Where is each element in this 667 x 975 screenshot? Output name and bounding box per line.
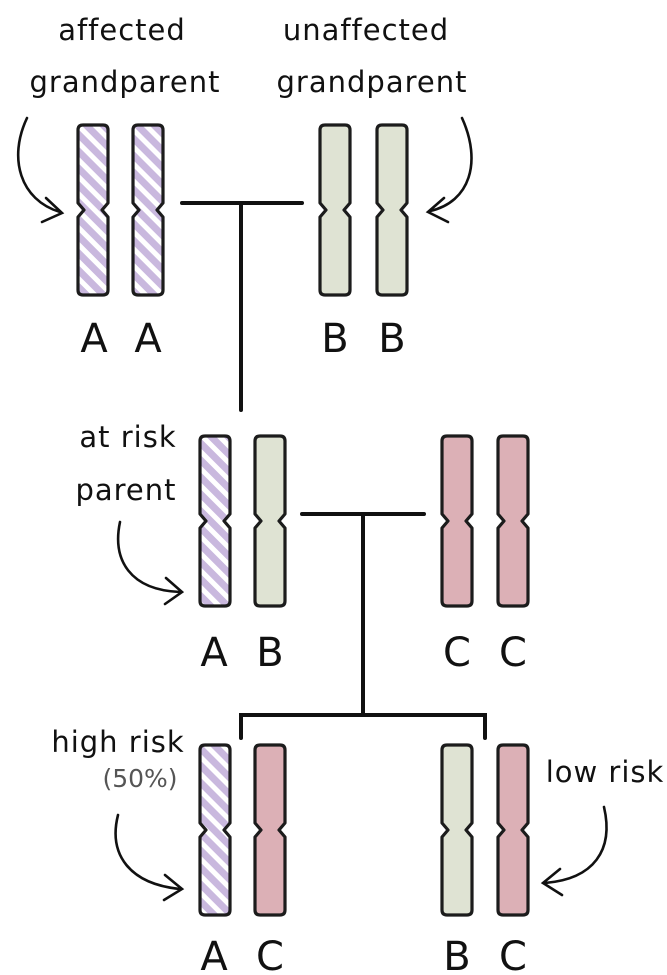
curved-arrow-icon — [116, 520, 185, 606]
allele-letter: A — [134, 316, 162, 362]
arrows — [16, 116, 608, 902]
allele-letter: A — [200, 934, 228, 975]
high-risk-percent: (50%) — [102, 764, 177, 793]
affected-grandparent-label: grandparent — [30, 65, 221, 99]
allele-letter: B — [321, 316, 348, 362]
chromosome-a — [131, 123, 165, 297]
chromosome-c — [496, 743, 530, 917]
curved-arrow-icon — [540, 805, 608, 897]
allele-letter: C — [499, 934, 527, 975]
allele-letter: B — [443, 934, 470, 975]
curved-arrow-icon — [425, 116, 473, 224]
allele-letter: A — [80, 316, 108, 362]
chromosome-b — [375, 123, 409, 297]
chromosome-c — [253, 743, 287, 917]
at-risk-parent-label: parent — [75, 473, 176, 507]
curved-arrow-icon — [16, 116, 65, 224]
annotations: affected grandparent unaffected grandpar… — [30, 13, 665, 793]
allele-letter: C — [499, 630, 527, 676]
at-risk-parent-label: at risk — [79, 420, 176, 454]
allele-letter: C — [256, 934, 284, 975]
unaffected-grandparent-label: unaffected — [283, 13, 449, 47]
allele-letter: B — [256, 630, 283, 676]
low-risk-label: low risk — [546, 755, 665, 789]
allele-letter: A — [200, 630, 228, 676]
chromosome-b — [318, 123, 352, 297]
unaffected-grandparent-label: grandparent — [277, 65, 468, 99]
chromosome-b — [440, 743, 474, 917]
chromosome-a — [76, 123, 110, 297]
chromosome-a — [198, 434, 232, 608]
allele-letter: C — [443, 630, 471, 676]
allele-letter: B — [378, 316, 405, 362]
chromosome-c — [496, 434, 530, 608]
allele-letters: A A B B A B C C A C B C — [80, 316, 527, 975]
chromosome-a — [198, 743, 232, 917]
chromosome-b — [253, 434, 287, 608]
curved-arrow-icon — [114, 813, 185, 902]
affected-grandparent-label: affected — [58, 13, 186, 47]
pedigree-lines — [180, 201, 487, 740]
chromosomes — [76, 123, 530, 917]
sibship-line — [239, 713, 487, 740]
high-risk-label: high risk — [51, 725, 184, 759]
chromosome-c — [440, 434, 474, 608]
